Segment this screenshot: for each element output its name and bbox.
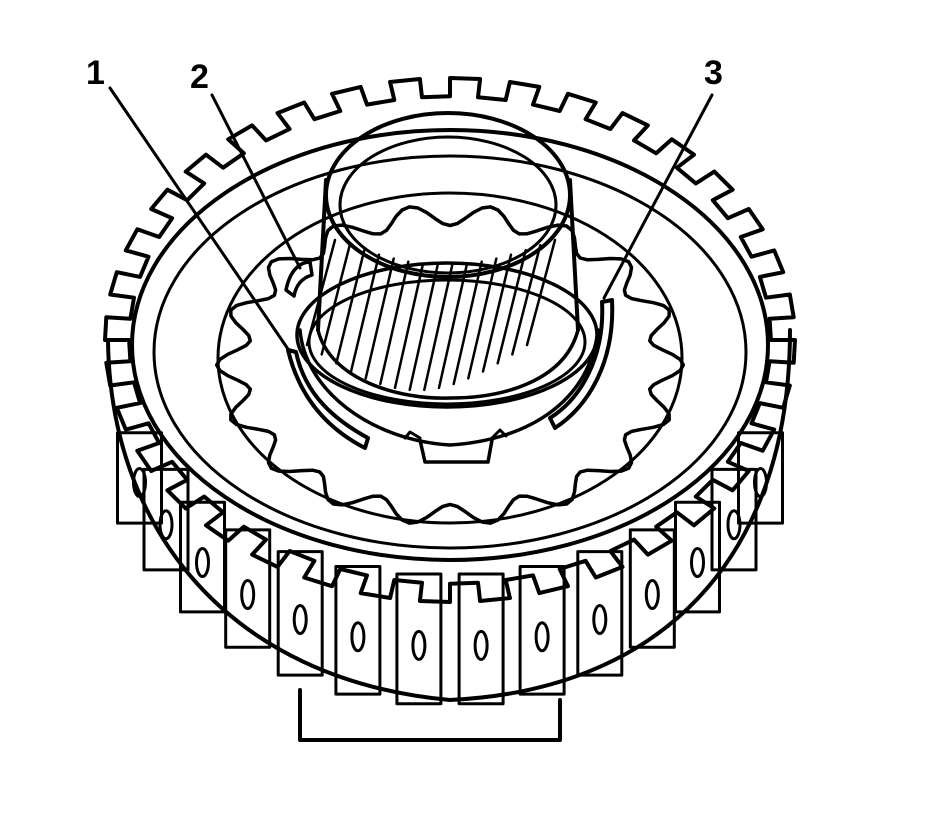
drum-slot [276,550,324,677]
drum-oil-holes [132,467,768,661]
callout-3: 3 [704,54,723,92]
hub-spline [423,263,454,392]
callouts: 1 2 3 [86,54,723,96]
oil-hole [132,467,147,498]
hub-spline [481,253,513,373]
drum-slots [116,431,784,706]
oil-hole [292,604,308,635]
drum-slot [116,431,163,525]
oil-hole [592,604,608,635]
hub-spline [452,260,483,386]
leader-lines [108,86,714,354]
hub-spline [349,253,381,373]
drum-slot [628,528,676,649]
hub-spline [437,262,469,390]
drum-slot [395,572,443,706]
hub-spline [496,248,527,365]
hub-spline [408,263,439,392]
leader-line-1 [108,86,292,354]
snap-ring [286,298,615,464]
oil-hole [350,621,366,653]
hub-spline [525,238,557,347]
leader-line-2 [210,93,302,270]
drum-slot [334,565,382,696]
callout-1: 1 [86,54,105,92]
oil-hole [644,579,660,610]
hub-spline [335,248,366,365]
drum-slot [224,528,272,649]
oil-hole [534,621,550,653]
thrust-washer [284,260,599,409]
oil-hole [195,547,210,578]
callout-2: 2 [190,58,209,96]
hub-helical-splines [305,238,557,392]
hub-spline [305,238,337,347]
oil-hole [473,629,489,661]
drum-face [130,128,770,562]
oil-hole [753,467,768,498]
leader-line-3 [602,93,714,300]
hub-spline [511,243,542,356]
hub-spline [364,257,395,380]
oil-hole [158,509,174,541]
drum-barrel [106,328,792,742]
oil-hole [240,579,256,610]
drum-slot [674,500,721,614]
hub-spline [320,243,351,356]
drum-slot [576,550,624,677]
drum-slot [710,467,758,572]
drum-slot [457,572,505,706]
oil-hole [726,509,742,541]
oil-hole [411,629,427,661]
hub-spline [467,257,498,380]
drum-slot [737,431,784,525]
splined-hub [305,111,580,400]
hub-spline [393,262,425,390]
hub-spline [379,260,410,386]
drum-slot [518,565,566,696]
drum-slot [142,467,190,572]
oil-hole [690,547,705,578]
